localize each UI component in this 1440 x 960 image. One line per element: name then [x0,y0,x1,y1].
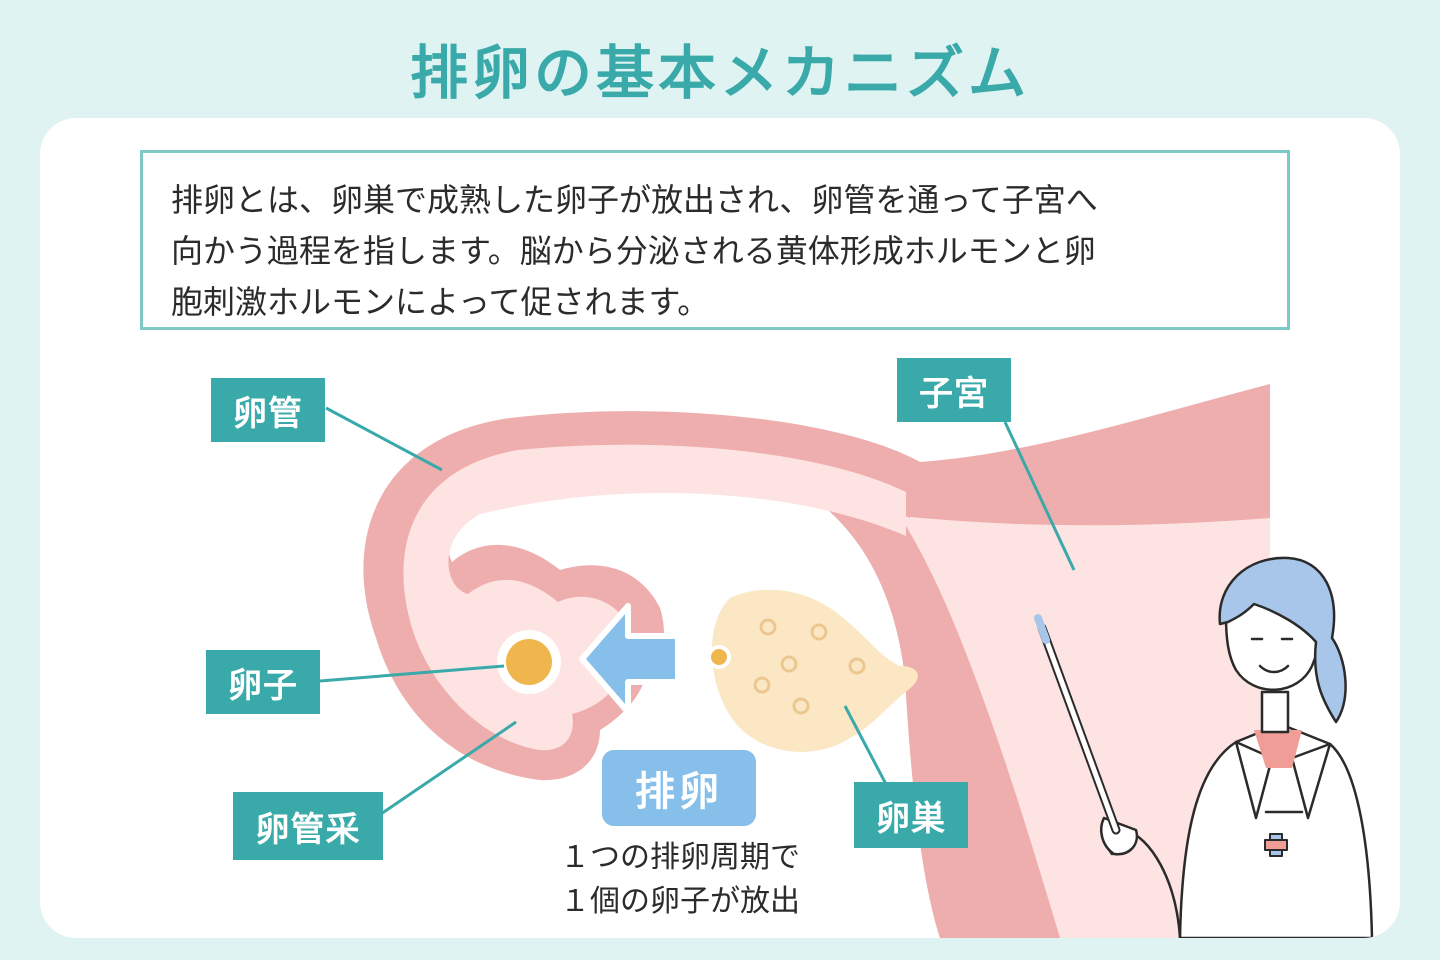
uterus-cavity [900,516,1270,938]
mature-follicle-icon [707,645,731,669]
ovary [711,589,918,752]
label-uterus: 子宮 [897,358,1011,422]
egg-icon [497,630,561,694]
description-line: 胞刺激ホルモンによって促されます。 [171,283,710,321]
follicles [753,618,866,715]
label-fallopian-tube: 卵管 [211,378,325,442]
pointer-stick-icon [1034,614,1121,835]
leader-lines [319,406,1076,818]
label-fimbriae: 卵管采 [233,792,383,860]
label-egg: 卵子 [206,650,320,714]
note-line: １個の卵子が放出 [560,884,800,919]
label-ovary: 卵巣 [854,782,968,848]
description-line: 排卵とは、卵巣で成熟した卵子が放出され、卵管を通って子宮へ [171,181,1098,219]
content-card: 排卵とは、卵巣で成熟した卵子が放出され、卵管を通って子宮へ 向かう過程を指します… [40,118,1400,938]
anatomy-diagram [319,384,1374,938]
ovulation-note: １つの排卵周期で １個の卵子が放出 [480,836,880,924]
note-line: １つの排卵周期で [560,840,800,875]
page-title: 排卵の基本メカニズム [409,39,1030,107]
description-line: 向かう過程を指します。脳から分泌される黄体形成ホルモンと卵 [171,232,1096,270]
ovulation-badge: 排卵 [602,750,756,826]
hospital-cross-icon [1264,833,1288,857]
doctor-illustration [1100,556,1374,938]
arrow-left-icon [579,603,681,715]
description-box: 排卵とは、卵巣で成熟した卵子が放出され、卵管を通って子宮へ 向かう過程を指します… [140,150,1290,330]
